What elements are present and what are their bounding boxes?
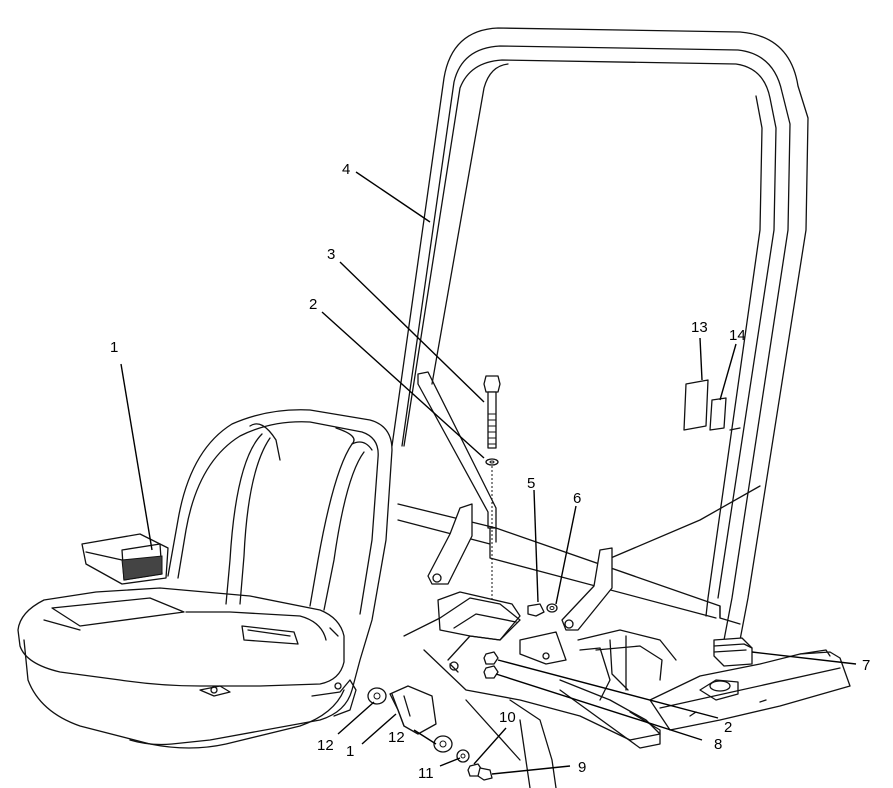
washer-12a [367, 687, 387, 705]
lock-washer-11 [456, 749, 470, 763]
leader-c1a [120, 363, 153, 551]
callout-1-seatbelt: 1 [110, 339, 118, 356]
leader-c11 [439, 757, 461, 767]
decal-13 [683, 379, 709, 431]
callout-10-nut: 10 [499, 709, 516, 726]
chassis-frame [403, 591, 677, 788]
callout-8-nut: 8 [714, 736, 722, 753]
leader-c3 [339, 261, 485, 403]
callout-labels: 1 1 2 2 3 4 5 6 7 8 9 10 11 12 12 13 14 [110, 161, 870, 782]
washer-12b [433, 735, 453, 753]
callout-12-washer-left: 12 [317, 737, 334, 754]
mount-bracket-right [561, 547, 613, 631]
leader-c2b [497, 659, 719, 719]
seat [17, 409, 393, 749]
roll-bar-brace [417, 371, 497, 529]
callout-5: 5 [527, 475, 535, 492]
callout-2-lower: 2 [724, 719, 732, 736]
leader-lines [120, 171, 857, 775]
callout-6: 6 [573, 490, 581, 507]
callout-9-bolt: 9 [578, 759, 586, 776]
leader-c9 [491, 765, 571, 775]
roll-bar [391, 27, 809, 641]
callout-1-bracket: 1 [346, 743, 354, 760]
bolt-long [483, 375, 501, 600]
bolt-short [527, 603, 558, 617]
callout-11-lock-washer: 11 [418, 765, 434, 782]
mount-block [713, 637, 753, 667]
callout-2-washer: 2 [309, 296, 317, 313]
mount-bracket-left [427, 503, 473, 585]
leader-c6 [555, 505, 577, 605]
leader-c12b [413, 729, 437, 745]
leader-c13 [699, 337, 703, 381]
callout-13-decal: 13 [691, 319, 708, 336]
callout-12-washer-right: 12 [388, 729, 405, 746]
callout-7-mount-block: 7 [862, 657, 870, 674]
leader-c10 [473, 727, 507, 765]
nuts [483, 651, 499, 679]
bolt-9 [477, 767, 493, 781]
leader-c5 [533, 489, 539, 603]
leader-c7 [751, 651, 857, 665]
callout-3-bolt: 3 [327, 246, 335, 263]
callout-14-decal: 14 [729, 327, 746, 344]
floor-plate [649, 649, 851, 731]
leader-c2a [321, 311, 485, 459]
leader-c1b [361, 713, 397, 745]
callout-4-rollbar: 4 [342, 161, 350, 178]
seatbelt-bracket [389, 685, 437, 735]
decal-14 [709, 397, 727, 431]
leader-c8 [495, 673, 703, 741]
leader-c12a [337, 701, 375, 735]
leader-c4 [355, 171, 431, 223]
leader-c14 [719, 343, 737, 401]
